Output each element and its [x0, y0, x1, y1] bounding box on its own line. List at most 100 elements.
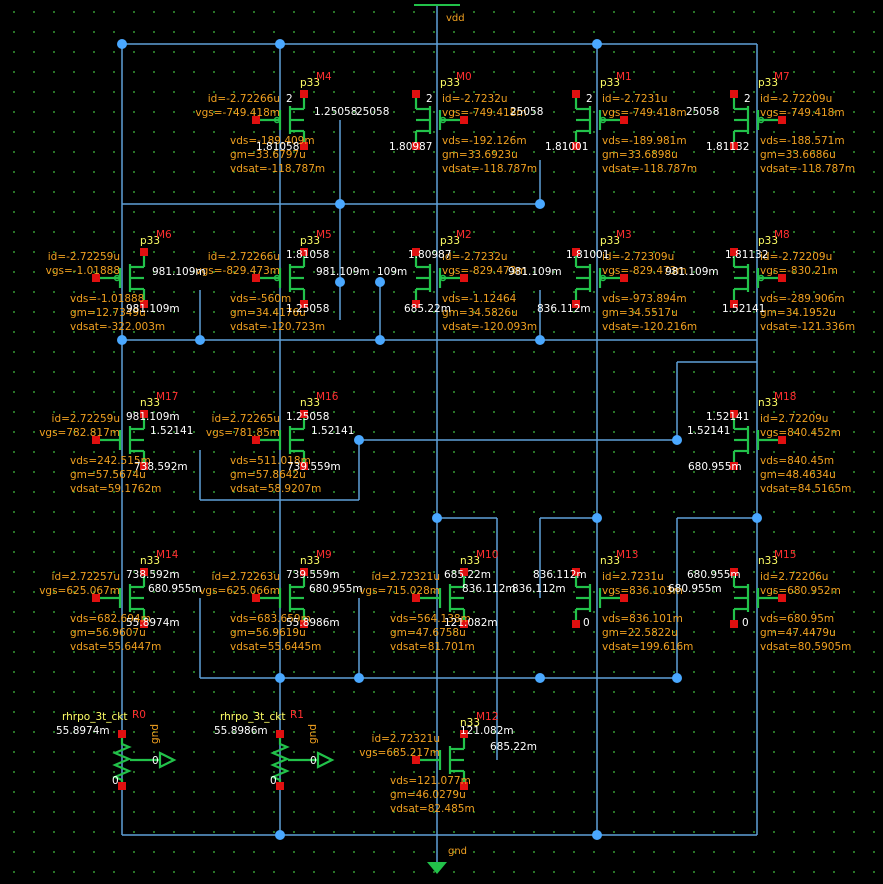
- device-param-label: vds=242.515m: [70, 455, 151, 467]
- device-param-label: vgs=-829.473m: [602, 265, 687, 277]
- transistor-m8[interactable]: [732, 252, 782, 304]
- node-voltage-label: 1.25058: [286, 411, 329, 423]
- device-name-label: M15: [774, 549, 796, 561]
- transistor-m14[interactable]: [96, 572, 146, 624]
- ground-icon[interactable]: [427, 862, 447, 874]
- drain-pin: [140, 410, 148, 418]
- device-param-label: id=2.7231u: [602, 571, 664, 583]
- node-voltage-label: 981.109m: [316, 266, 370, 278]
- resistor-value-label: 55.8974m: [56, 725, 110, 737]
- device-param-label: vdsat=58.9207m: [230, 483, 321, 495]
- device-model-label: p33: [300, 235, 320, 247]
- device-model-label: p33: [758, 235, 778, 247]
- ground-label: gnd: [149, 724, 161, 744]
- device-param-label: vgs=-830.21m: [760, 265, 838, 277]
- gate-pin: [412, 756, 420, 764]
- vdd-pin-icon[interactable]: [414, 4, 460, 6]
- device-param-label: gm=34.5517u: [602, 307, 678, 319]
- transistor-m0[interactable]: [414, 94, 464, 146]
- device-param-label: id=2.72321u: [372, 733, 440, 745]
- device-param-label: vgs=-749.418m: [760, 107, 845, 119]
- junction-dot: [195, 335, 205, 345]
- junction-dot: [592, 830, 602, 840]
- node-voltage-label: 680.955m: [309, 583, 363, 595]
- device-param-label: gm=12.7349u: [70, 307, 146, 319]
- device-model-label: p33: [440, 235, 460, 247]
- device-param-label: id=-2.72259u: [48, 251, 120, 263]
- node-voltage-label: 680.955m: [688, 461, 742, 473]
- junction-dot: [752, 513, 762, 523]
- device-model-label: p33: [140, 235, 160, 247]
- node-voltage-label: 685.22m: [404, 303, 451, 315]
- resistor-r1[interactable]: [270, 738, 335, 786]
- device-param-label: vgs=782.817m: [39, 427, 120, 439]
- gate-pin: [620, 594, 628, 602]
- device-param-label: id=2.72257u: [52, 571, 120, 583]
- junction-dot: [592, 513, 602, 523]
- device-param-label: vdsat=-120.216m: [602, 321, 697, 333]
- gate-pin: [620, 116, 628, 124]
- drain-pin: [300, 568, 308, 576]
- device-param-label: vdsat=55.6445m: [230, 641, 321, 653]
- resistor-node-label: 0: [270, 775, 277, 787]
- device-param-label: gm=47.4479u: [760, 627, 836, 639]
- gate-pin: [252, 436, 260, 444]
- transistor-m2[interactable]: [414, 252, 464, 304]
- device-param-label: gm=34.5826u: [442, 307, 518, 319]
- vdd-label: vdd: [446, 13, 465, 24]
- device-param-label: gm=33.6797u: [230, 149, 306, 161]
- node-voltage-label: 836.112m: [512, 583, 566, 595]
- node-voltage-label: 739.559m: [287, 461, 341, 473]
- node-voltage-label: 0: [742, 617, 749, 629]
- device-param-label: id=2.72263u: [212, 571, 280, 583]
- node-voltage-label: 680.955m: [148, 583, 202, 595]
- node-voltage-label: 1.25058: [286, 303, 329, 315]
- gate-pin: [252, 274, 260, 282]
- device-model-label: p33: [600, 77, 620, 89]
- node-voltage-label: 1.52141: [311, 425, 354, 437]
- gate-pin: [252, 594, 260, 602]
- resistor-top-pin: [276, 730, 284, 738]
- node-voltage-label: 2: [426, 93, 433, 105]
- device-param-label: gm=48.4634u: [760, 469, 836, 481]
- source-pin: [730, 462, 738, 470]
- drain-pin: [300, 410, 308, 418]
- junction-dot: [375, 335, 385, 345]
- node-voltage-label: 121.082m: [460, 725, 514, 737]
- node-voltage-label: 739.559m: [286, 569, 340, 581]
- gate-pin: [412, 594, 420, 602]
- resistor-node-label: 0: [152, 755, 159, 767]
- device-model-label: n33: [758, 555, 778, 567]
- node-voltage-label: 680.955m: [668, 583, 722, 595]
- source-pin: [300, 300, 308, 308]
- resistor-value-label: 55.8986m: [214, 725, 268, 737]
- source-pin: [300, 620, 308, 628]
- transistor-m6[interactable]: [96, 252, 146, 304]
- device-param-label: vdsat=82.485m: [390, 803, 475, 815]
- node-voltage-label: 1.25058: [314, 106, 357, 118]
- drain-pin: [572, 568, 580, 576]
- device-param-label: id=-2.72309u: [602, 251, 674, 263]
- junction-dot: [592, 39, 602, 49]
- device-name-label: M8: [774, 229, 790, 241]
- device-name-label: M18: [774, 391, 796, 403]
- device-param-label: vds=-1.12464: [442, 293, 517, 305]
- device-name-label: M3: [616, 229, 632, 241]
- device-param-label: vds=-289.906m: [760, 293, 845, 305]
- resistor-r0[interactable]: [112, 738, 177, 786]
- source-pin: [300, 142, 308, 150]
- node-voltage-label: 1.52141: [150, 425, 193, 437]
- device-name-label: M13: [616, 549, 638, 561]
- drain-pin: [730, 90, 738, 98]
- node-voltage-label: 685.22m: [444, 569, 491, 581]
- junction-dot: [375, 277, 385, 287]
- drain-pin: [572, 90, 580, 98]
- resistor-node-label: 0: [310, 755, 317, 767]
- node-voltage-label: 1.81058: [256, 141, 299, 153]
- device-param-label: vgs=-1.01888: [46, 265, 120, 277]
- node-voltage-label: 981.109m: [152, 266, 206, 278]
- drain-pin: [300, 248, 308, 256]
- node-voltage-label: 1.52141: [722, 303, 765, 315]
